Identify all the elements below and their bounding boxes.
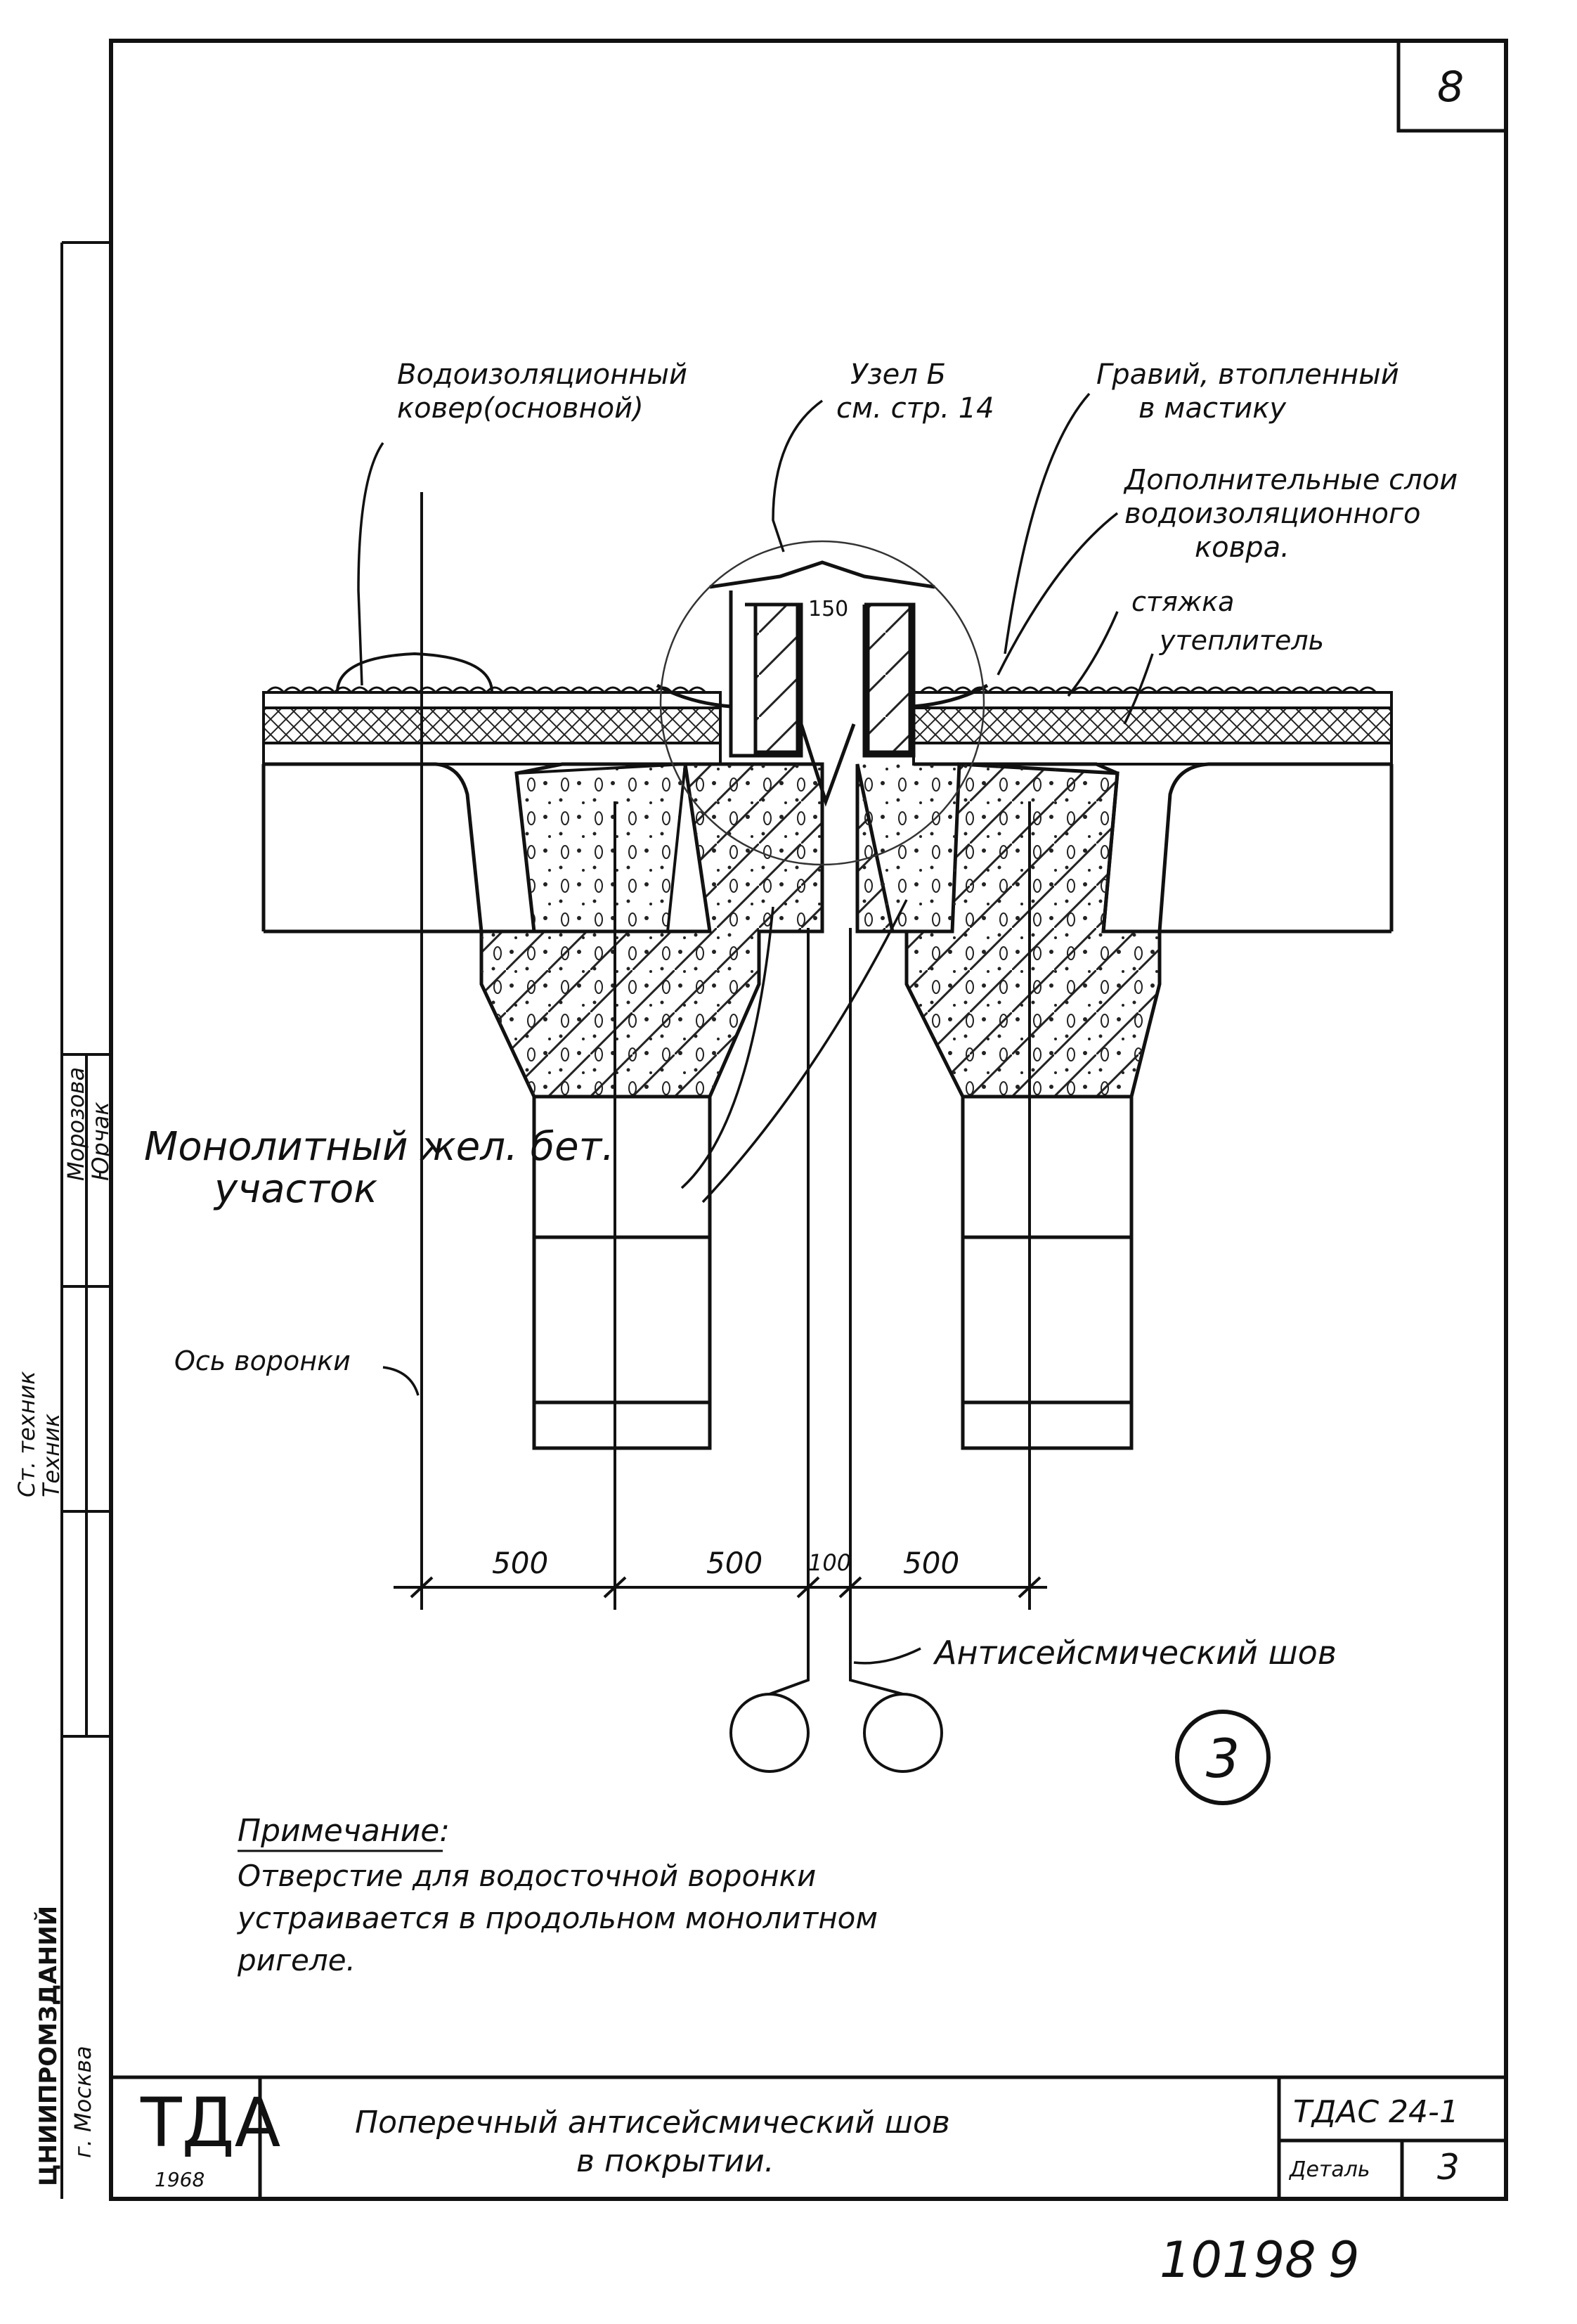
note-line-2: устраивается в продольном монолитном <box>238 1901 878 1935</box>
sheet-frame <box>109 39 1508 2201</box>
label-funnel-axis: Ось воронки <box>174 1345 351 1376</box>
title-line-1: Поперечный антисейсмический шов <box>355 2105 950 2141</box>
label-gravel-1: Гравий, втопленный <box>1096 359 1399 391</box>
label-waterproof-main-1: Водоизоляционный <box>397 359 687 391</box>
dim-value-4: 500 <box>903 1546 960 1580</box>
roof-layers <box>262 652 1393 766</box>
note-line-1: Отверстие для водосточной воронки <box>238 1859 817 1893</box>
detail-circle <box>1175 1710 1271 1805</box>
label-screed: стяжка <box>1131 586 1235 617</box>
label-extra-layers-1: Дополнительные слои <box>1124 464 1458 496</box>
side-stamp-strip <box>60 241 111 2199</box>
stamp-role-2: Техник <box>38 1413 65 1497</box>
stamp-name-2: Юрчак <box>87 1102 114 1181</box>
title-detail-number: 3 <box>1437 2147 1460 2188</box>
leader-lines <box>357 392 1154 1665</box>
dim-value-1: 500 <box>492 1546 549 1580</box>
detail-circle-number: 3 <box>1206 1727 1240 1790</box>
page-number: 8 <box>1437 63 1465 112</box>
dim-value-2: 500 <box>706 1546 763 1580</box>
label-monolithic-1: Монолитный жел. бет. <box>144 1124 614 1170</box>
axes <box>420 492 1031 1773</box>
columns <box>532 1095 1134 1450</box>
label-waterproof-main-2: ковер(основной) <box>397 392 644 425</box>
label-monolithic-2: участок <box>214 1166 378 1212</box>
label-seismic-joint: Антисейсмический шов <box>935 1634 1337 1672</box>
ribbed-slabs <box>261 762 1394 934</box>
note-line-3: ригеле. <box>238 1943 356 1977</box>
title-block <box>111 2075 1506 2199</box>
label-node-b-2: см. стр. 14 <box>836 392 994 425</box>
title-code: ТДАС 24-1 <box>1293 2094 1459 2130</box>
bottom-page: 9 <box>1328 2231 1360 2289</box>
label-node-b-1: Узел Б <box>850 359 946 391</box>
label-extra-layers-3: ковра. <box>1195 531 1290 564</box>
monolithic-beam-right <box>855 762 1162 1099</box>
title-logo: ТДА <box>141 2084 281 2162</box>
bottom-number: 10198 <box>1160 2231 1316 2289</box>
label-gravel-2: в мастику <box>1138 392 1287 425</box>
title-detail-label: Деталь <box>1290 2157 1370 2182</box>
stamp-role-1: Ст. техник <box>13 1371 40 1497</box>
stamp-name-1: Морозова <box>63 1066 89 1181</box>
dimension-line <box>394 1576 1047 1599</box>
dim-value-3: 100 <box>808 1549 852 1576</box>
stamp-city: г. Москва <box>70 2046 96 2158</box>
label-insulation: утеплитель <box>1160 625 1325 656</box>
page-number-box <box>1396 39 1508 133</box>
note-title: Примечание: <box>238 1813 450 1849</box>
title-year: 1968 <box>155 2168 205 2191</box>
drain-funnel <box>656 540 989 866</box>
title-line-2: в покрытии. <box>576 2143 774 2179</box>
label-dim-150: 150 <box>808 597 849 621</box>
stamp-org: ЦНИИПРОМЗДАНИЙ <box>34 1905 63 2186</box>
label-extra-layers-2: водоизоляционного <box>1124 498 1421 530</box>
